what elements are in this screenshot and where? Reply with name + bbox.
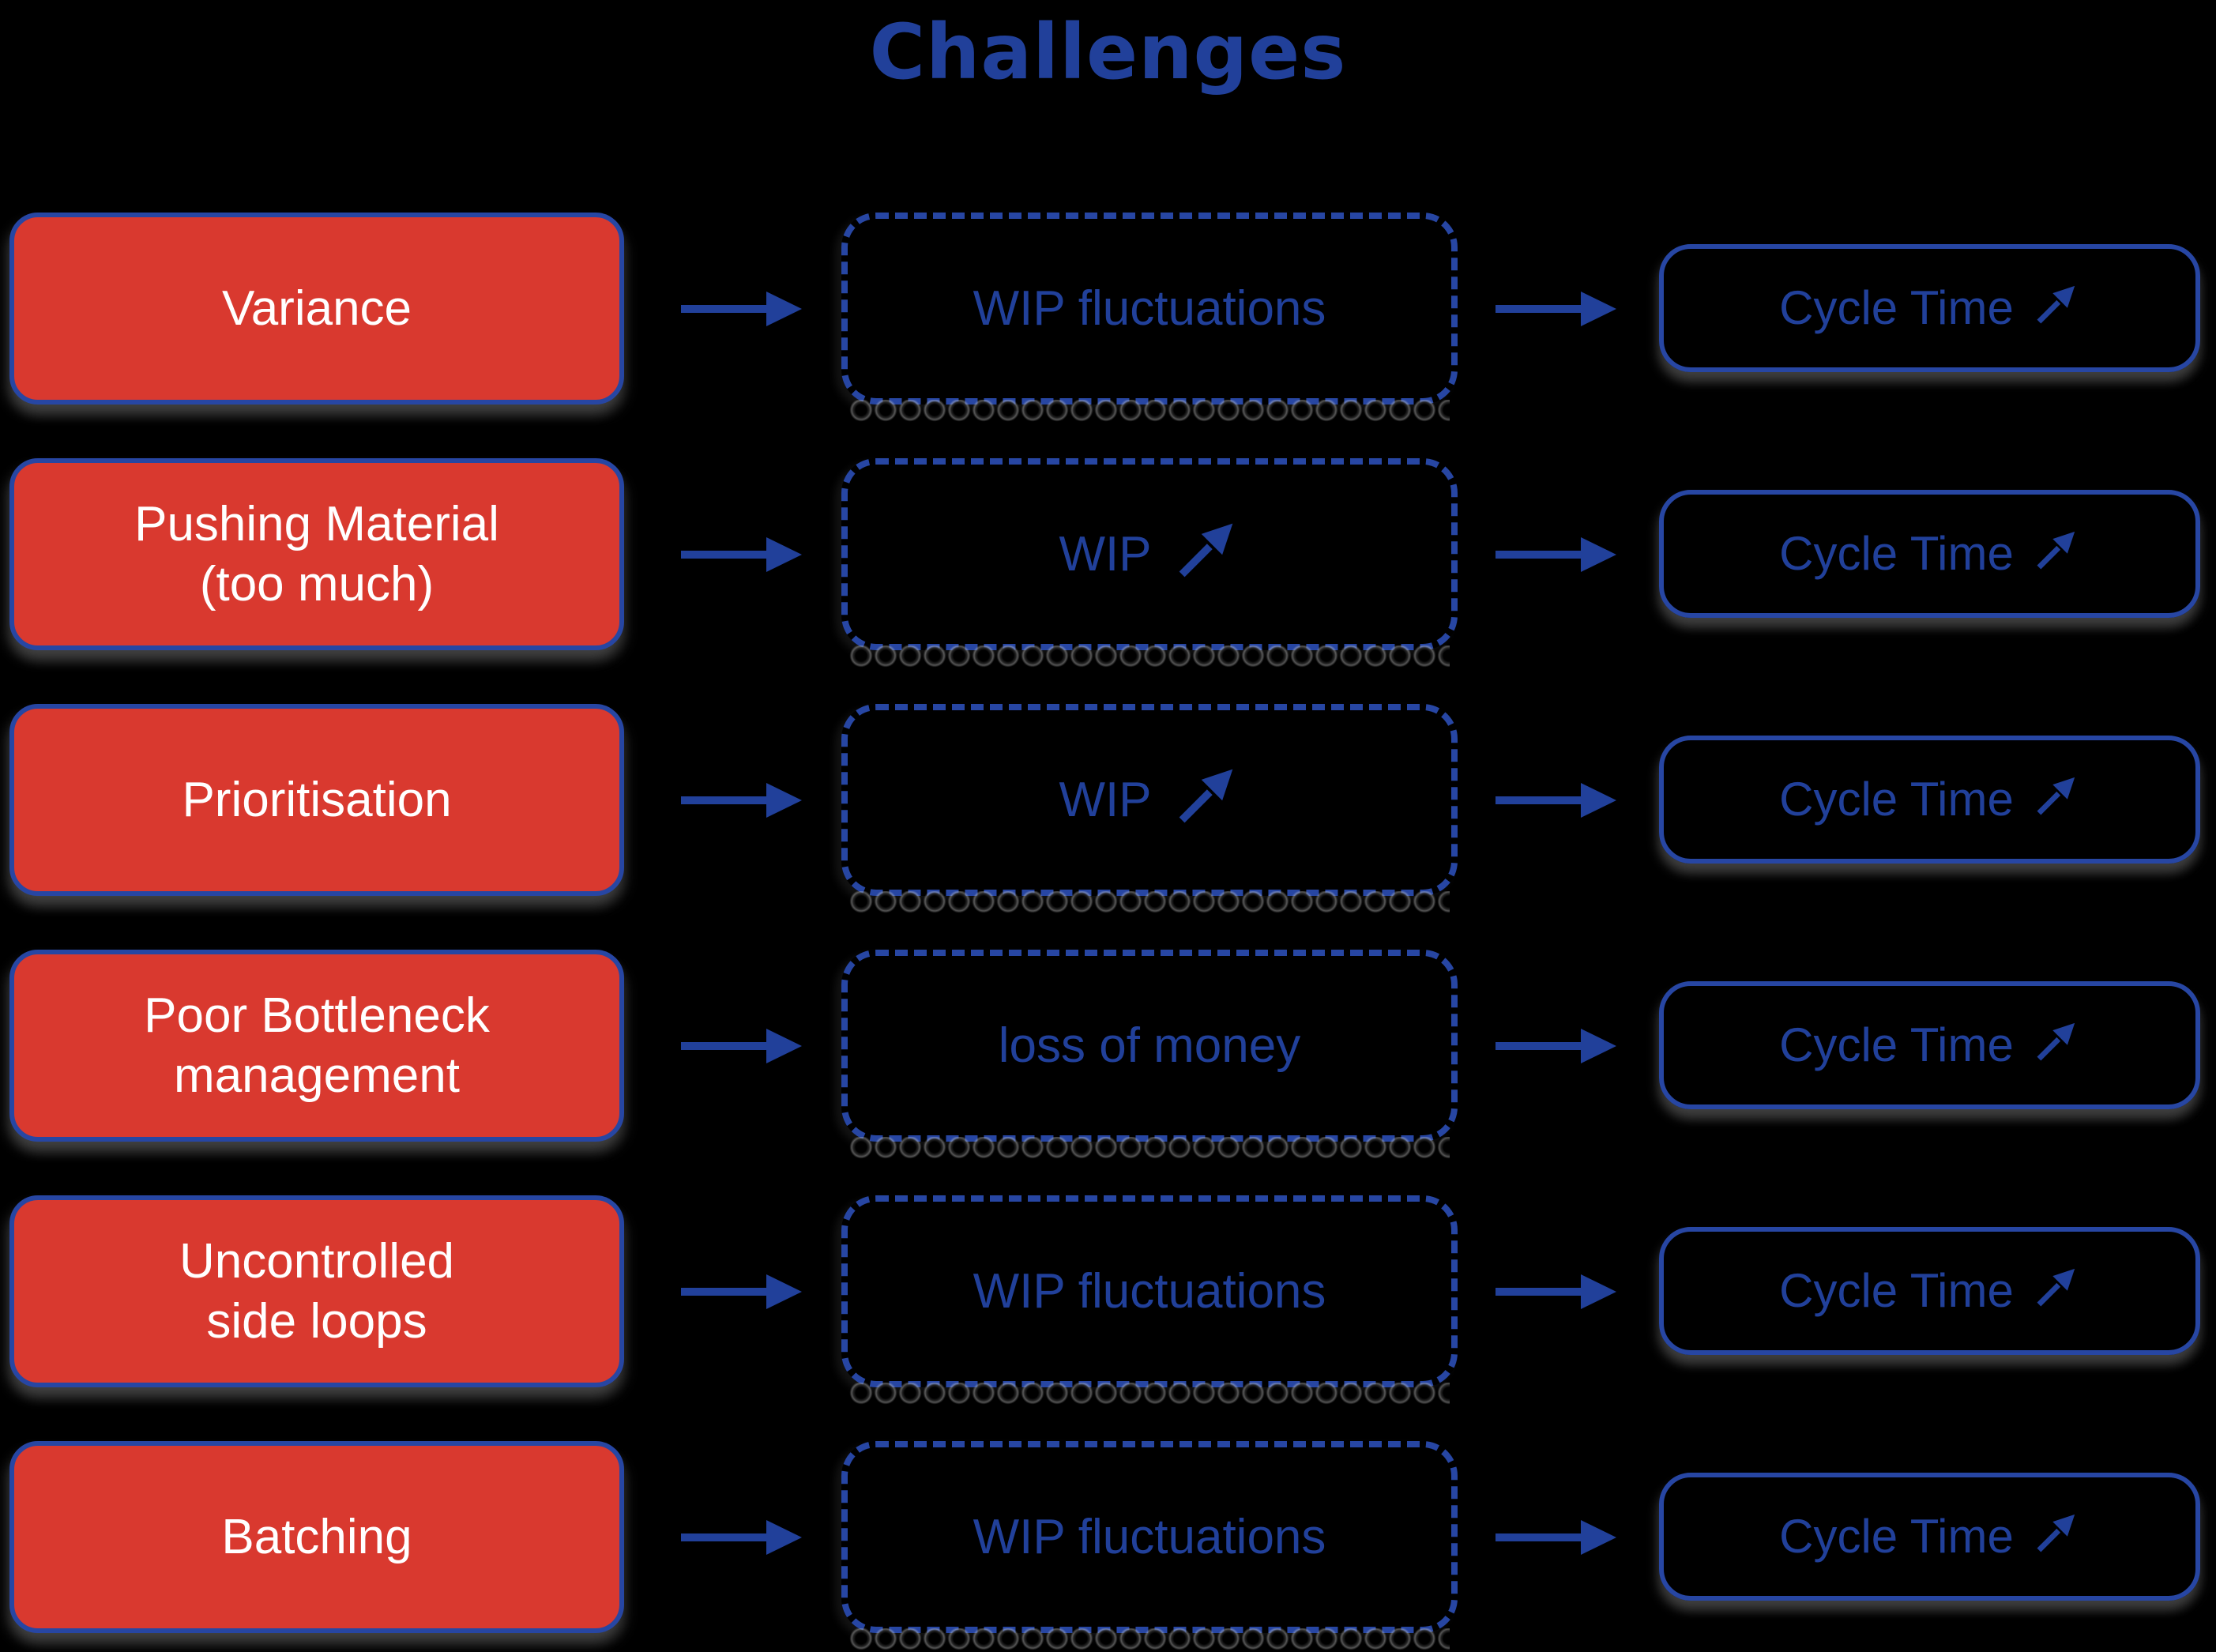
result-label: Cycle Time	[1779, 1018, 2014, 1071]
cause-box: Variance	[9, 213, 624, 405]
result-box: Cycle Time	[1659, 244, 2200, 372]
result-box: Cycle Time	[1659, 981, 2200, 1109]
page-title: Challenges	[869, 8, 1347, 96]
cause-label: Pushing Material (too much)	[134, 496, 499, 612]
result-label: Cycle Time	[1779, 1264, 2014, 1317]
effect-box: WIP fluctuations	[841, 1441, 1458, 1652]
effect-label: WIP fluctuations	[973, 1509, 1326, 1564]
arrow-right-icon	[678, 1025, 804, 1067]
arrow-right-icon	[678, 288, 804, 329]
cause-box: Poor Bottleneck management	[9, 950, 624, 1142]
cause-box: Batching	[9, 1441, 624, 1633]
diagram-row: Pushing Material (too much) WIP Cycle Ti…	[0, 458, 2216, 669]
arrow-right-icon	[678, 780, 804, 821]
effect-label: WIP	[1059, 772, 1152, 827]
result-box: Cycle Time	[1659, 1227, 2200, 1355]
result-box: Cycle Time	[1659, 736, 2200, 864]
arrow-right-icon	[1492, 1271, 1619, 1312]
cause-label: Uncontrolled side loops	[179, 1233, 455, 1349]
result-label: Cycle Time	[1779, 773, 2014, 826]
effect-box: loss of money	[841, 950, 1458, 1161]
trend-up-icon	[2031, 1018, 2080, 1067]
result-box: Cycle Time	[1659, 490, 2200, 618]
effect-label: WIP fluctuations	[973, 280, 1326, 336]
arrow-right-icon	[1492, 780, 1619, 821]
effect-box: WIP	[841, 458, 1458, 669]
effect-label: loss of money	[998, 1018, 1301, 1073]
trend-up-icon	[2031, 526, 2080, 575]
effect-box: WIP fluctuations	[841, 1195, 1458, 1406]
arrow-right-icon	[1492, 534, 1619, 575]
arrow-right-icon	[1492, 1025, 1619, 1067]
diagram-row: Uncontrolled side loops WIP fluctuations…	[0, 1195, 2216, 1406]
result-label: Cycle Time	[1779, 281, 2014, 334]
arrow-right-icon	[678, 1517, 804, 1558]
diagram-row: Batching WIP fluctuations Cycle Time	[0, 1441, 2216, 1652]
arrow-right-icon	[678, 1271, 804, 1312]
effect-box: WIP fluctuations	[841, 213, 1458, 423]
arrow-right-icon	[1492, 288, 1619, 329]
cause-label: Prioritisation	[182, 772, 452, 827]
trend-up-icon	[1171, 762, 1240, 831]
trend-up-icon	[2031, 1509, 2080, 1558]
result-box: Cycle Time	[1659, 1473, 2200, 1601]
cause-label: Batching	[221, 1509, 412, 1564]
arrow-right-icon	[678, 534, 804, 575]
trend-up-icon	[1171, 516, 1240, 585]
arrow-right-icon	[1492, 1517, 1619, 1558]
effect-label: WIP fluctuations	[973, 1263, 1326, 1319]
trend-up-icon	[2031, 280, 2080, 329]
diagram-row: Poor Bottleneck management loss of money…	[0, 950, 2216, 1161]
trend-up-icon	[2031, 1263, 2080, 1312]
trend-up-icon	[2031, 772, 2080, 821]
diagram-row: Prioritisation WIP Cycle Time	[0, 704, 2216, 915]
diagram-row: Variance WIP fluctuations Cycle Time	[0, 213, 2216, 423]
effect-box: WIP	[841, 704, 1458, 915]
cause-box: Pushing Material (too much)	[9, 458, 624, 650]
cause-label: Variance	[221, 280, 412, 336]
cause-box: Uncontrolled side loops	[9, 1195, 624, 1387]
effect-label: WIP	[1059, 526, 1152, 581]
result-label: Cycle Time	[1779, 527, 2014, 580]
cause-label: Poor Bottleneck management	[144, 988, 490, 1103]
result-label: Cycle Time	[1779, 1510, 2014, 1563]
cause-box: Prioritisation	[9, 704, 624, 896]
